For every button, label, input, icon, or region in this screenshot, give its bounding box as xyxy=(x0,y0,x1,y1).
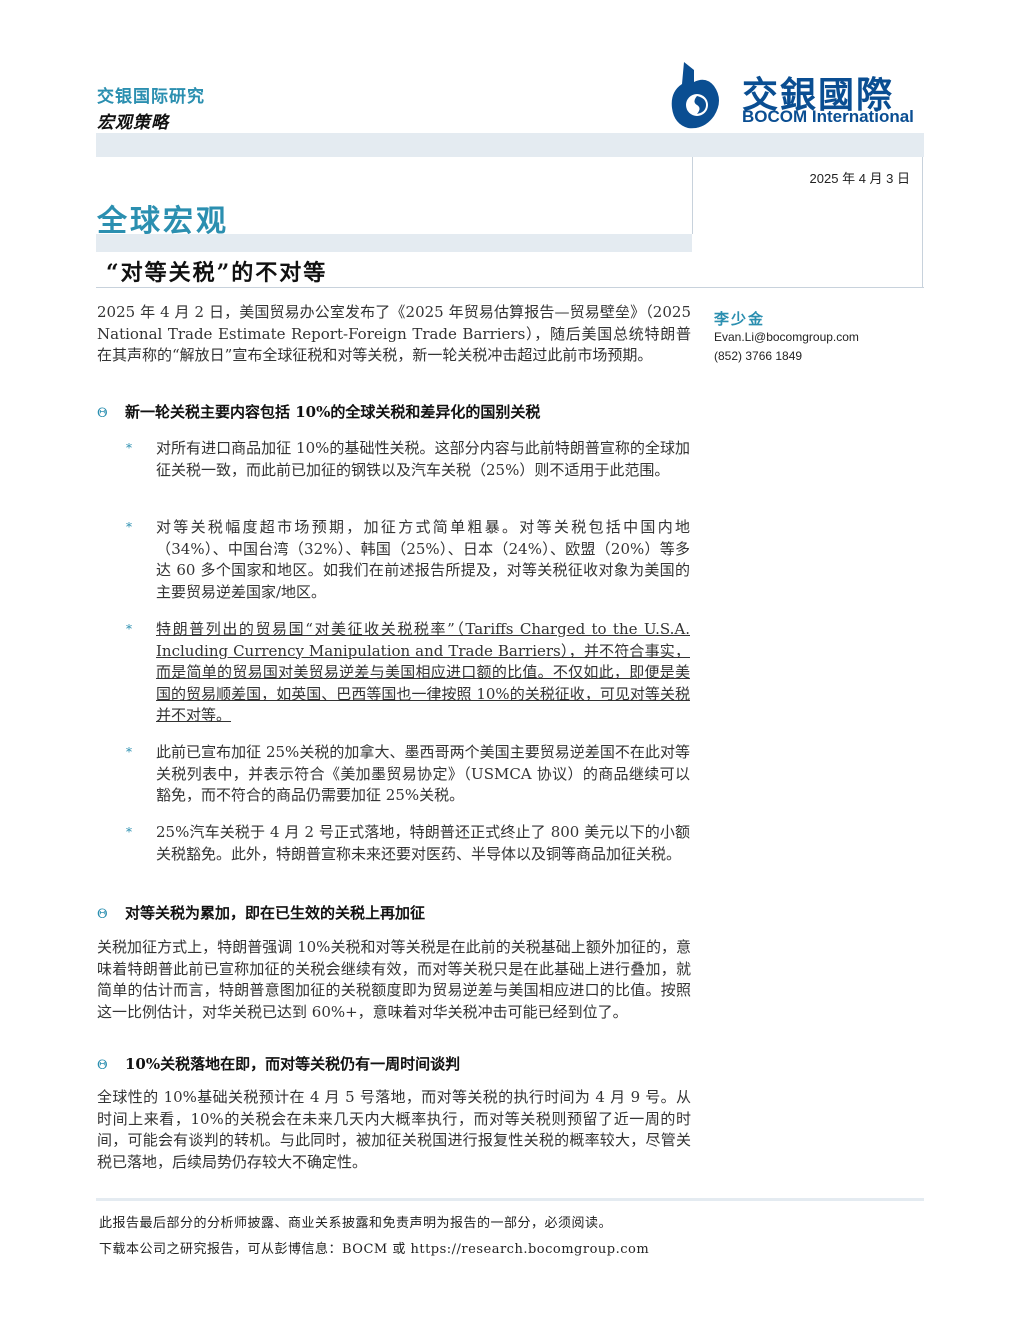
bullet-item: * 此前已宣布加征 25%关税的加拿大、墨西哥两个美国主要贸易逆差国不在此对等关… xyxy=(126,742,690,807)
section-heading-text: 新一轮关税主要内容包括 10%的全球关税和差异化的国别关税 xyxy=(125,403,541,421)
logo-english-text: BOCOM International xyxy=(742,107,914,126)
bullet-item: * 对等关税幅度超市场预期，加征方式简单粗暴。对等关税包括中国内地（34%）、中… xyxy=(126,517,690,603)
intro-paragraph: 2025 年 4 月 2 日，美国贸易办公室发布了《2025 年贸易估算报告—贸… xyxy=(97,303,691,364)
author-phone: (852) 3766 1849 xyxy=(714,349,803,363)
section-marker-icon: Θ xyxy=(97,1058,108,1073)
title-band xyxy=(96,234,692,252)
bullet-item: * 25%汽车关税于 4 月 2 号正式落地，特朗普还正式终止了 800 美元以… xyxy=(126,822,690,865)
section-marker-icon: Θ xyxy=(97,406,108,421)
report-subtitle: “对等关税”的不对等 xyxy=(106,260,328,286)
section-heading-text: 10%关税落地在即，而对等关税仍有一周时间谈判 xyxy=(125,1055,461,1073)
section-heading-3: Θ 10%关税落地在即，而对等关税仍有一周时间谈判 xyxy=(97,1054,691,1076)
bullet-star-icon: * xyxy=(126,441,132,455)
report-date: 2025 年 4 月 3 日 xyxy=(809,171,910,186)
bullet-text: 对所有进口商品加征 10%的基础性关税。这部分内容与此前特朗普宣称的全球加征关税… xyxy=(156,439,690,479)
section-heading-2: Θ 对等关税为累加，即在已生效的关税上再加征 xyxy=(97,903,691,925)
report-series: 宏观策略 xyxy=(97,113,169,133)
author-name: 李少金 xyxy=(714,310,766,328)
footer-disclaimer: 此报告最后部分的分析师披露、商业关系披露和免责声明为报告的一部分，必须阅读。 xyxy=(99,1216,613,1231)
section-marker-icon: Θ xyxy=(97,907,108,922)
right-divider xyxy=(922,157,923,287)
bocom-logo-icon xyxy=(671,62,719,129)
bullet-text: 此前已宣布加征 25%关税的加拿大、墨西哥两个美国主要贸易逆差国不在此对等关税列… xyxy=(156,743,690,804)
page-title: 全球宏观 xyxy=(97,204,229,239)
section-3-paragraph: 全球性的 10%基础关税预计在 4 月 5 号落地，而对等关税的执行时间为 4 … xyxy=(97,1088,691,1171)
footer-download[interactable]: 下载本公司之研究报告，可从彭博信息：BOCM 或 https://researc… xyxy=(99,1242,650,1257)
bullet-star-icon: * xyxy=(126,520,132,534)
header-band xyxy=(96,133,924,157)
author-email[interactable]: Evan.Li@bocomgroup.com xyxy=(714,330,859,344)
bullet-star-icon: * xyxy=(126,745,132,759)
bullet-text: 特朗普列出的贸易国“对美征收关税税率”（Tariffs Charged to t… xyxy=(156,620,690,724)
brand-name: 交银国际研究 xyxy=(97,87,205,107)
title-divider xyxy=(692,157,693,234)
bullet-text: 25%汽车关税于 4 月 2 号正式落地，特朗普还正式终止了 800 美元以下的… xyxy=(156,823,690,863)
bullet-item: * 对所有进口商品加征 10%的基础性关税。这部分内容与此前特朗普宣称的全球加征… xyxy=(126,438,690,481)
section-heading-1: Θ 新一轮关税主要内容包括 10%的全球关税和差异化的国别关税 xyxy=(97,402,691,424)
bullet-item: * 特朗普列出的贸易国“对美征收关税税率”（Tariffs Charged to… xyxy=(126,619,690,727)
bullet-star-icon: * xyxy=(126,622,132,636)
bullet-star-icon: * xyxy=(126,825,132,839)
footer-rule xyxy=(96,1198,924,1201)
section-heading-text: 对等关税为累加，即在已生效的关税上再加征 xyxy=(125,904,426,922)
section-2-paragraph: 关税加征方式上，特朗普强调 10%关税和对等关税是在此前的关税基础上额外加征的，… xyxy=(97,938,691,1021)
bullet-text: 对等关税幅度超市场预期，加征方式简单粗暴。对等关税包括中国内地（34%）、中国台… xyxy=(156,518,690,601)
logo-chinese-text: 交銀國際 xyxy=(742,74,895,116)
title-rule xyxy=(96,287,924,288)
